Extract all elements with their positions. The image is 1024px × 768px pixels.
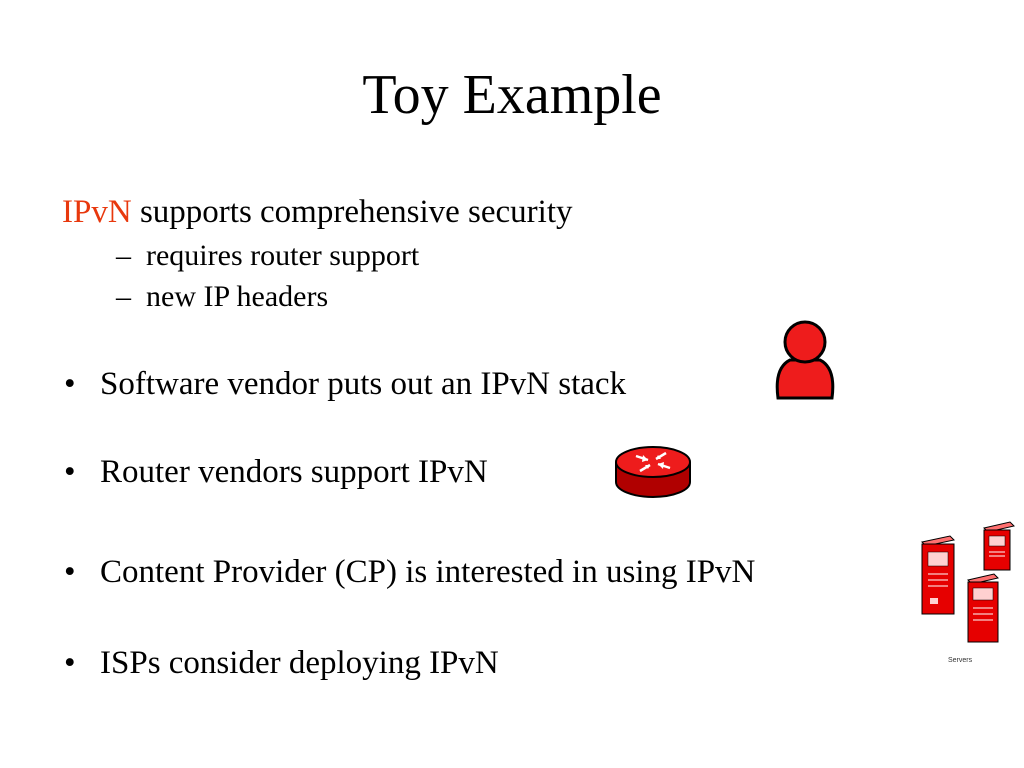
bullet-text: Software vendor puts out an IPvN stack bbox=[100, 366, 627, 402]
sub-item: –requires router support bbox=[116, 238, 419, 274]
person-icon bbox=[775, 320, 835, 400]
slide-title: Toy Example bbox=[362, 64, 662, 126]
sub-item: –new IP headers bbox=[116, 279, 328, 315]
bullet-dot: • bbox=[64, 454, 76, 490]
bullet-item: • ISPs consider deploying IPvN bbox=[64, 643, 499, 683]
bullet-item: • Router vendors support IPvN bbox=[64, 452, 488, 492]
bullet-text: Content Provider (CP) is interested in u… bbox=[100, 554, 756, 590]
router-icon bbox=[615, 446, 691, 498]
sub-item-text: requires router support bbox=[146, 239, 420, 272]
servers-icon bbox=[920, 521, 1015, 643]
sub-item-text: new IP headers bbox=[146, 280, 329, 313]
bullet-item: • Content Provider (CP) is interested in … bbox=[64, 552, 755, 592]
bullet-dot: • bbox=[64, 366, 76, 402]
bullet-item: • Software vendor puts out an IPvN stack bbox=[64, 364, 626, 404]
bullet-dot: • bbox=[64, 645, 76, 681]
bullet-text: Router vendors support IPvN bbox=[100, 454, 488, 490]
intro-rest: supports comprehensive security bbox=[131, 194, 573, 230]
bullet-dot: • bbox=[64, 554, 76, 590]
servers-caption: Servers bbox=[948, 657, 973, 664]
bullet-text: ISPs consider deploying IPvN bbox=[100, 645, 499, 681]
intro-accent: IPvN bbox=[62, 194, 132, 230]
intro-line: IPvN supports comprehensive security bbox=[62, 192, 573, 232]
sub-dash: – bbox=[116, 239, 131, 272]
sub-dash: – bbox=[116, 280, 131, 313]
